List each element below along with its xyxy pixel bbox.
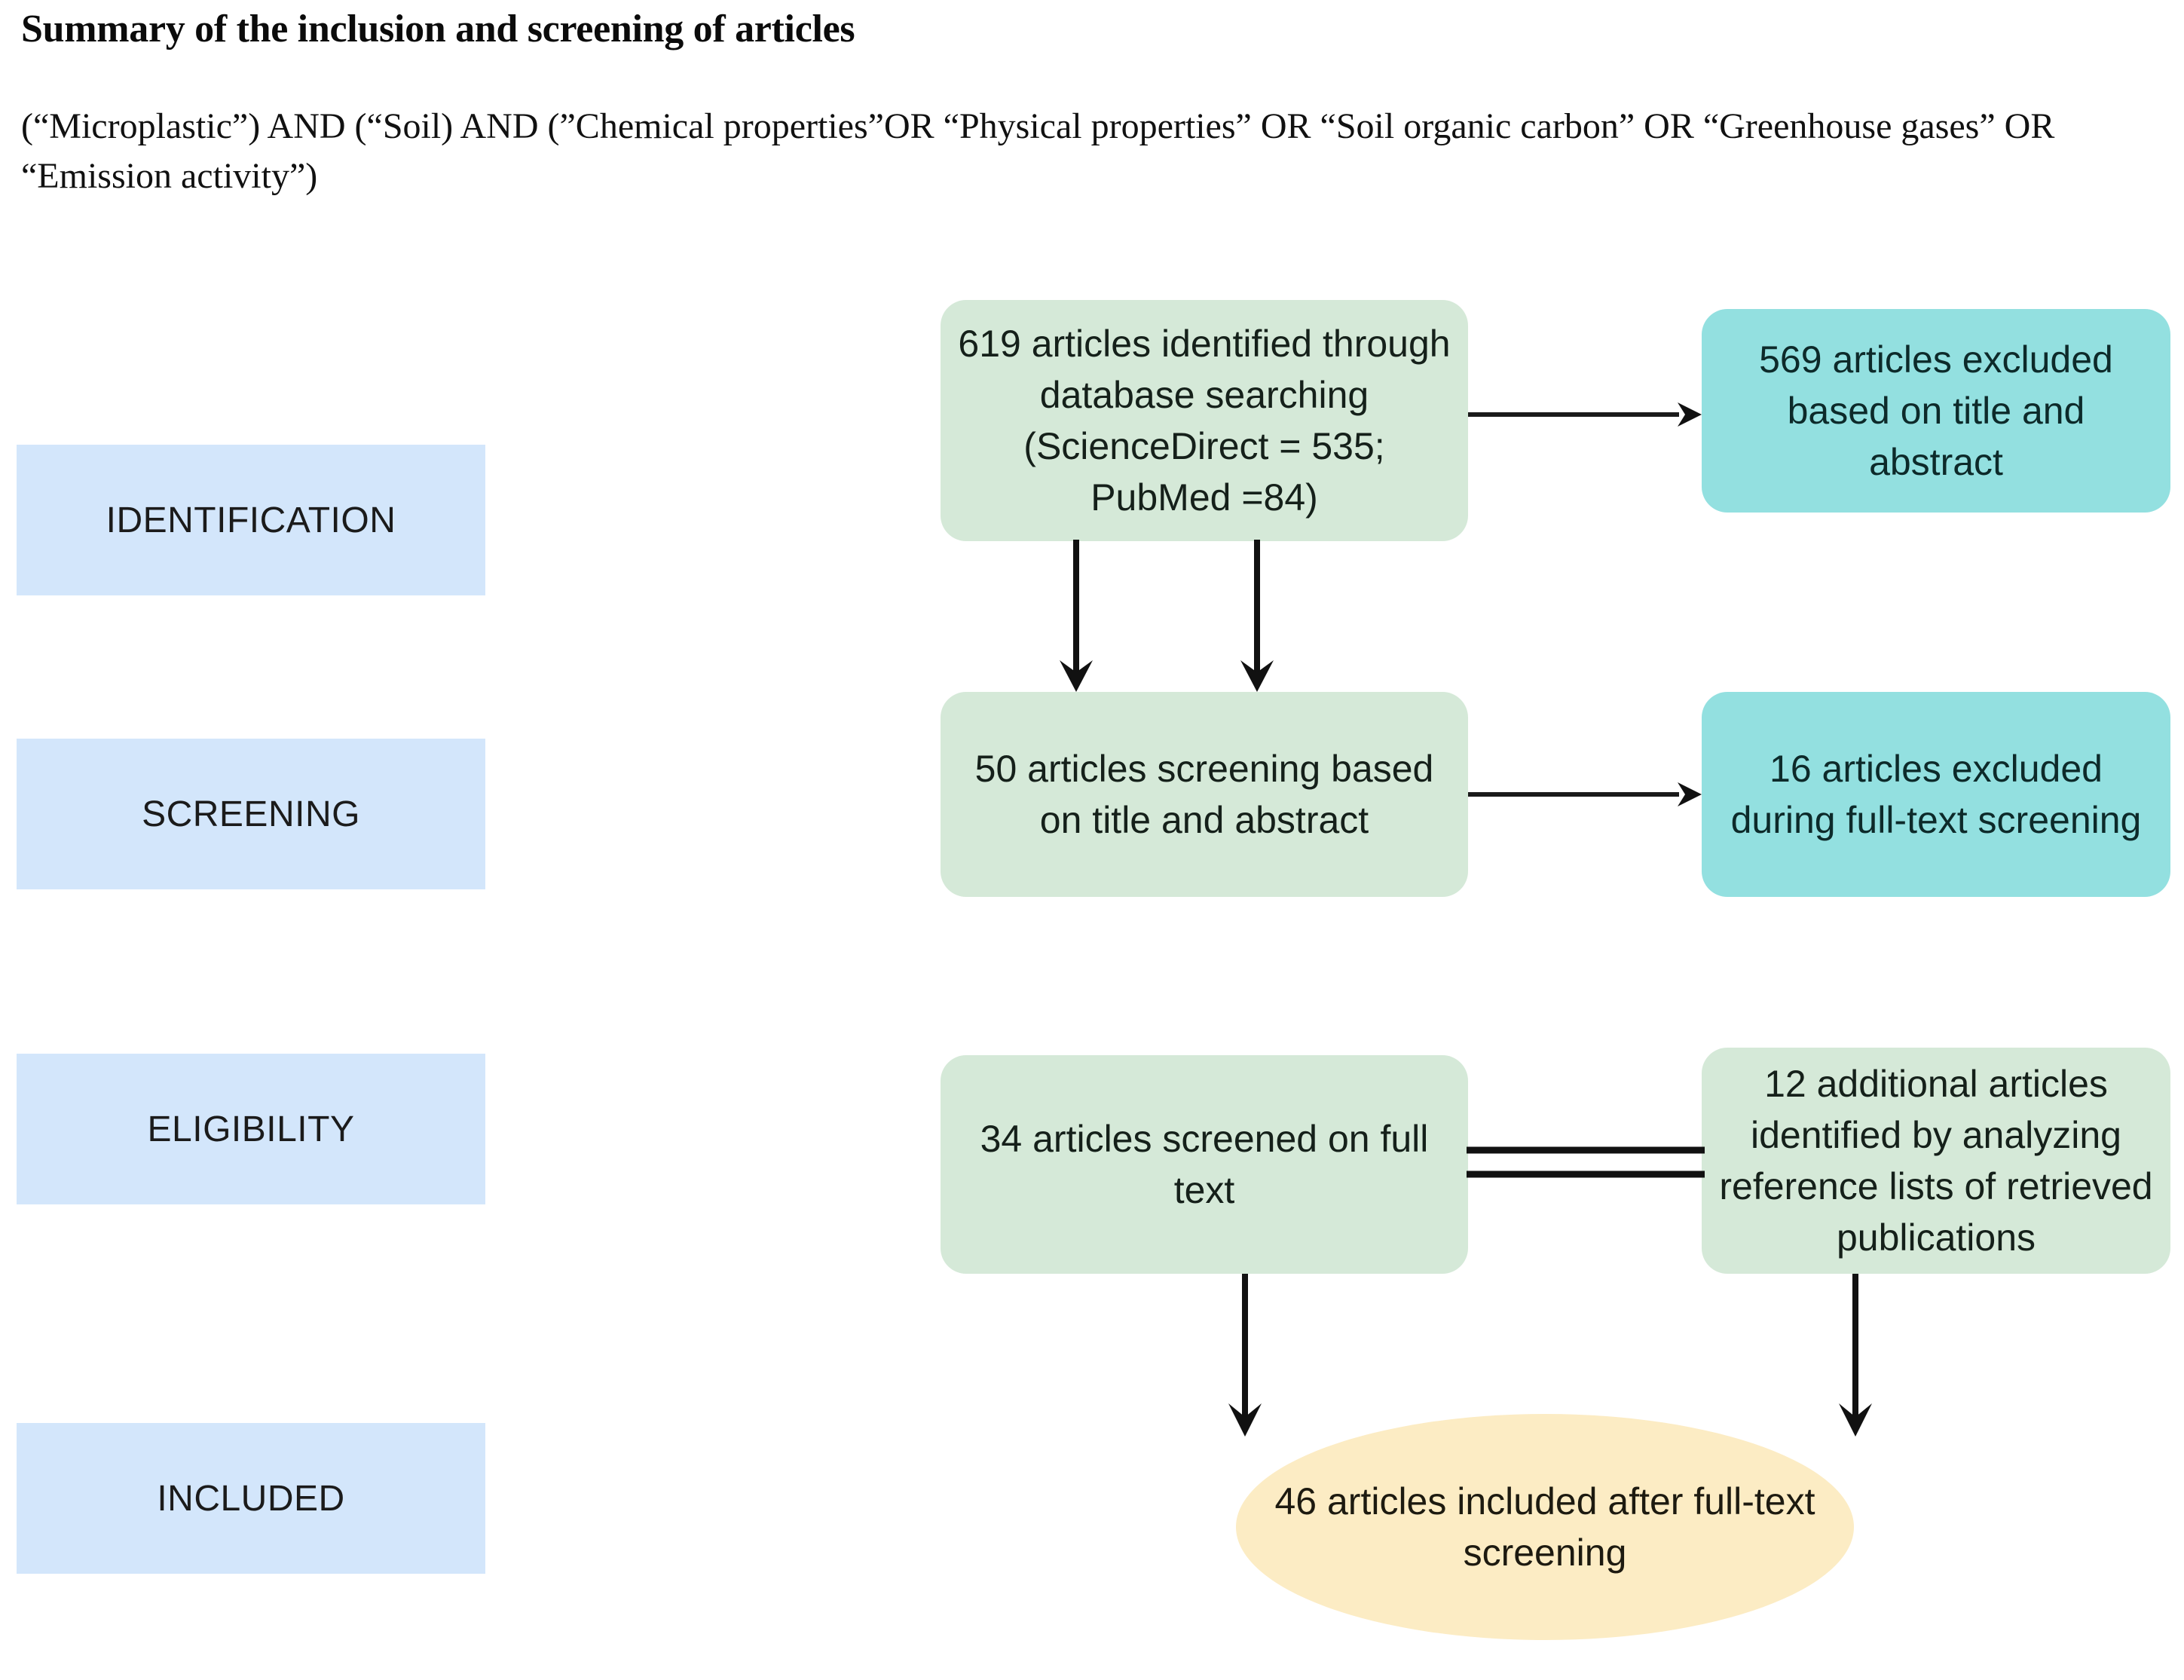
node-articles-included: 46 articles included after full-text scr… bbox=[1236, 1414, 1854, 1640]
node-articles-identified: 619 articles identified through database… bbox=[941, 300, 1468, 541]
node-additional-records: 12 additional articles identified by ana… bbox=[1702, 1048, 2170, 1274]
page-title: Summary of the inclusion and screening o… bbox=[21, 8, 855, 50]
node-screened-title-abstract: 50 articles screening based on title and… bbox=[941, 692, 1468, 897]
connector-identified-to-screening-left-arrow-icon bbox=[1054, 540, 1099, 696]
connector-fulltext-to-included-arrow-icon bbox=[1222, 1274, 1268, 1441]
connector-fulltext-to-additional-double-line-icon bbox=[1467, 1137, 1705, 1189]
connector-identified-to-excluded-title-arrow-icon bbox=[1468, 399, 1706, 430]
stage-label-identification: IDENTIFICATION bbox=[17, 445, 485, 595]
connector-screening-to-excluded-fulltext-arrow-icon bbox=[1468, 779, 1706, 809]
stage-label-eligibility: ELIGIBILITY bbox=[17, 1054, 485, 1204]
stage-label-included: INCLUDED bbox=[17, 1423, 485, 1574]
node-screened-fulltext: 34 articles screened on full text bbox=[941, 1055, 1468, 1274]
node-excluded-title-abstract: 569 articles excluded based on title and… bbox=[1702, 309, 2170, 513]
connector-additional-to-included-arrow-icon bbox=[1833, 1274, 1878, 1441]
connector-identified-to-screening-right-arrow-icon bbox=[1234, 540, 1280, 696]
search-query-text: (“Microplastic”) AND (“Soil) AND (”Chemi… bbox=[21, 106, 2055, 196]
stage-label-screening: SCREENING bbox=[17, 739, 485, 889]
node-excluded-fulltext: 16 articles excluded during full-text sc… bbox=[1702, 692, 2170, 897]
